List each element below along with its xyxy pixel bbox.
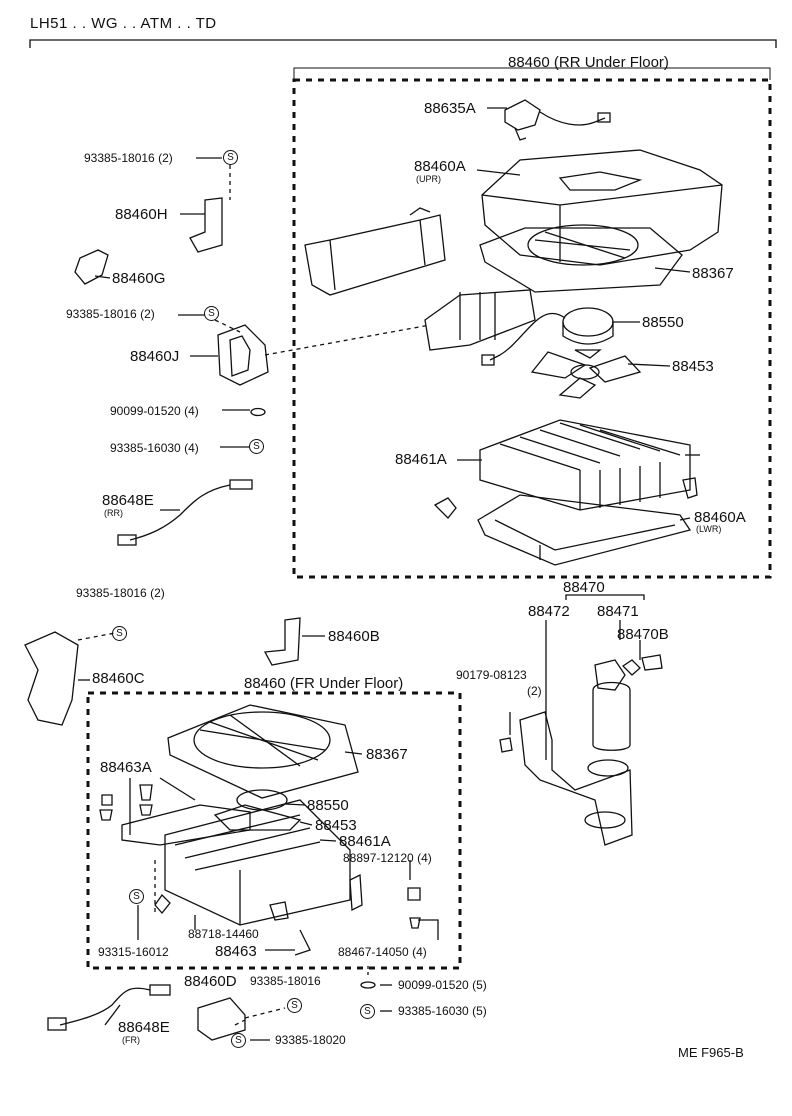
sensor-88635A-drawing [504, 99, 611, 141]
label-93315-16012: 93315-16012 [98, 945, 169, 959]
label-88648E-fr: 88648E [118, 1019, 170, 1036]
bracket-88460D-drawing [197, 997, 246, 1041]
bracket-center-drawing [424, 289, 536, 351]
label-88453-rr: 88453 [672, 358, 714, 375]
label-88460A-lwr: 88460A [694, 509, 746, 526]
bracket-rr-left-drawing [304, 207, 446, 296]
fr-unit-drawing [121, 704, 363, 956]
label-88460H: 88460H [115, 206, 168, 223]
bracket-88460H-drawing [189, 197, 223, 253]
label-88470: 88470 [563, 579, 605, 596]
screw-s-mark-d: S [112, 626, 127, 641]
label-88460D: 88460D [184, 973, 237, 990]
label-90099-01520-4: 90099-01520 (4) [110, 404, 199, 418]
label-93385-16030-5: 93385-16030 (5) [398, 1004, 487, 1018]
bracket-88460C-drawing [24, 631, 79, 726]
bracket-88460J-drawing [217, 324, 269, 386]
header-bracket [29, 39, 777, 48]
label-88367-rr: 88367 [692, 265, 734, 282]
label-88550-rr: 88550 [642, 314, 684, 331]
lower-case-drawing [477, 494, 692, 566]
screw-s-mark-c: S [249, 439, 264, 454]
label-88460B: 88460B [328, 628, 380, 645]
label-93385-18016-a: 93385-18016 (2) [84, 151, 173, 165]
rr-group-part: 88460 [508, 54, 550, 71]
screw-s-mark-b: S [204, 306, 219, 321]
label-88718-14460: 88718-14460 [188, 927, 259, 941]
label-93385-18016-c: 93385-18016 (2) [76, 586, 165, 600]
fr-group-box [86, 691, 462, 970]
fan-88453-rr-drawing [530, 351, 642, 399]
washer-rr-drawing [250, 407, 266, 417]
label-88467-14050: 88467-14050 (4) [338, 945, 427, 959]
screw-s-mark-a: S [223, 150, 238, 165]
sensor-88648E-rr-drawing [129, 484, 231, 541]
clip-rr-drawing [433, 497, 457, 519]
footer-figure-ref: ME F965-B [678, 1045, 744, 1060]
upper-case-drawing [481, 149, 723, 266]
label-88460A-upr: 88460A [414, 158, 466, 175]
label-88635A: 88635A [424, 100, 476, 117]
label-88460C: 88460C [92, 670, 145, 687]
label-88453-fr: 88453 [315, 817, 357, 834]
tag-upr: (UPR) [416, 174, 441, 184]
label-88460G: 88460G [112, 270, 166, 287]
label-88472: 88472 [528, 603, 570, 620]
receiver-88471-drawing [592, 681, 631, 751]
label-93385-18016-b: 93385-18016 (2) [66, 307, 155, 321]
screw-s-mark-g: S [360, 1004, 375, 1019]
label-88471: 88471 [597, 603, 639, 620]
label-88461A-fr: 88461A [339, 833, 391, 850]
fr-group-caption: (FR Under Floor) [289, 675, 404, 692]
label-93385-16030-4: 93385-16030 (4) [110, 441, 199, 455]
rr-group-box [292, 78, 772, 579]
label-90099-01520-5: 90099-01520 (5) [398, 978, 487, 992]
label-88470B: 88470B [617, 626, 669, 643]
motor-88550-rr-drawing [481, 307, 614, 366]
label-93385-18020: 93385-18020 [275, 1033, 346, 1047]
tag-lwr: (LWR) [696, 524, 722, 534]
sensor-88648E-fr-drawing [59, 987, 151, 1026]
label-qty-2: (2) [527, 684, 542, 698]
bracket-88472-drawing [519, 711, 633, 846]
label-90179-08123: 90179-08123 [456, 668, 527, 682]
label-88550-fr: 88550 [307, 797, 349, 814]
fr-group-part: 88460 [244, 675, 286, 692]
label-88461A-rr: 88461A [395, 451, 447, 468]
tag-fr: (FR) [122, 1035, 140, 1045]
bracket-88460G-drawing [74, 249, 109, 285]
label-88463A: 88463A [100, 759, 152, 776]
washer-90099-drawing [360, 981, 376, 989]
bracket-88460B-drawing [263, 617, 301, 666]
label-88463: 88463 [215, 943, 257, 960]
label-88460J: 88460J [130, 348, 180, 365]
rr-group-title: 88460 (RR Under Floor) [508, 55, 669, 70]
tray-88367-rr-drawing [479, 224, 683, 293]
screw-s-mark-h: S [231, 1033, 246, 1048]
evaporator-88461A-rr-drawing [479, 419, 700, 511]
header-model-code: LH51 . . WG . . ATM . . TD [30, 15, 217, 32]
label-93385-18016-d: 93385-18016 [250, 974, 321, 988]
tag-rr: (RR) [104, 508, 123, 518]
screw-s-mark-f: S [287, 998, 302, 1013]
label-88648E-rr: 88648E [102, 492, 154, 509]
label-88367-fr: 88367 [366, 746, 408, 763]
rr-group-caption: (RR Under Floor) [553, 54, 669, 71]
fr-group-title: 88460 (FR Under Floor) [244, 676, 403, 691]
clip-rr-right-drawing [682, 477, 698, 499]
label-88897-12120: 88897-12120 (4) [343, 851, 432, 865]
screw-s-mark-e: S [129, 889, 144, 904]
